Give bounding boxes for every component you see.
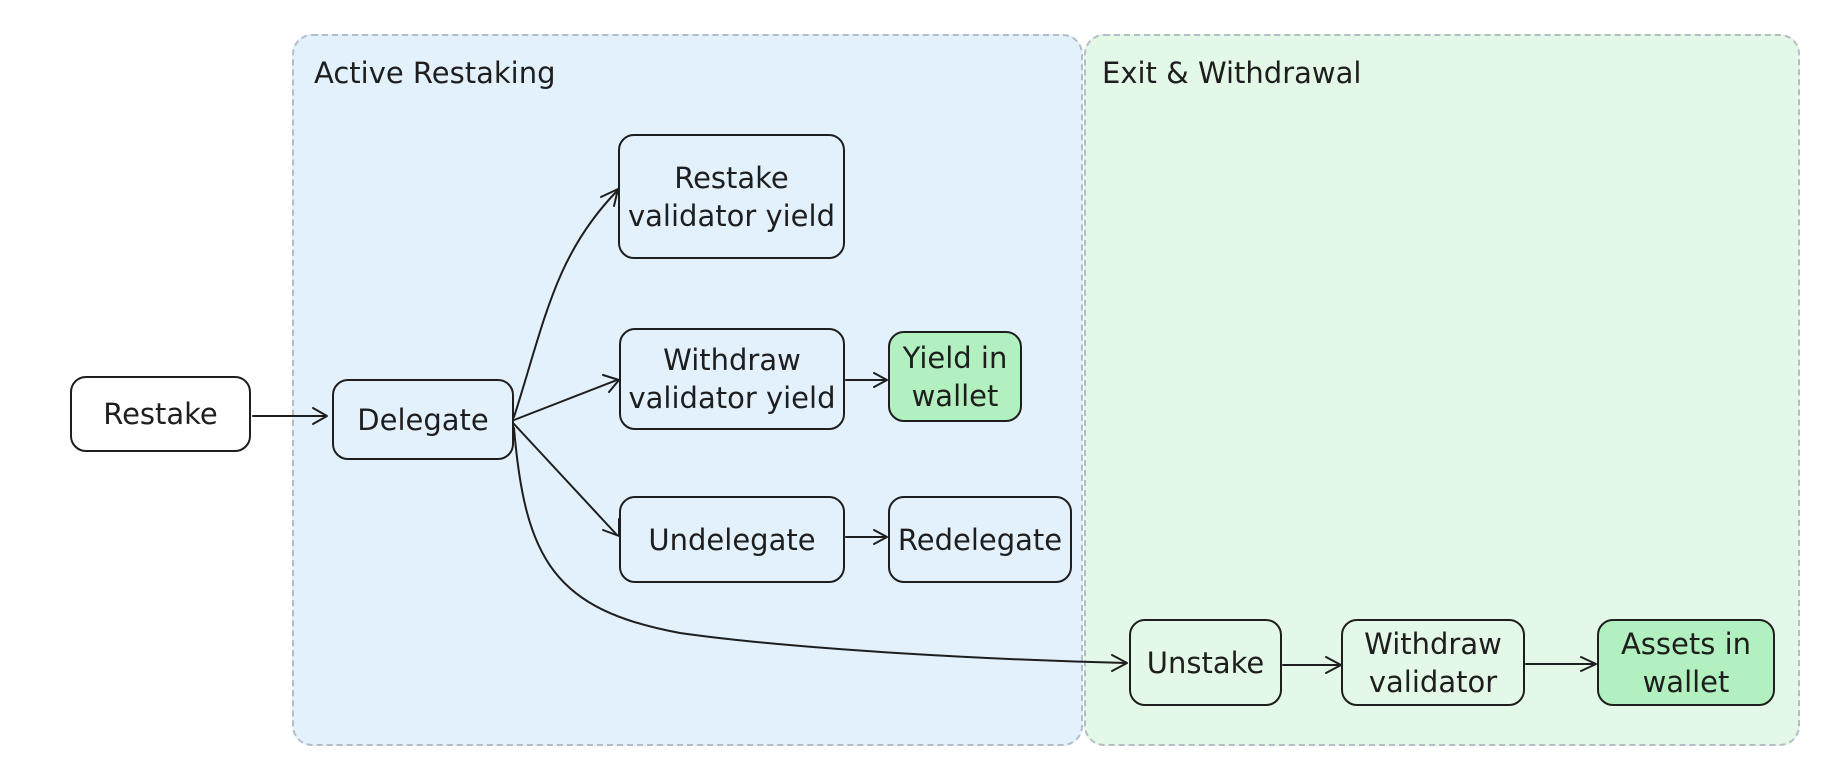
arrowhead-undelegate-to-redelegate	[873, 529, 888, 545]
withdraw-validator-yield-node: Withdraw validator yield	[619, 328, 845, 430]
withdraw-validator-node: Withdraw validator	[1341, 619, 1525, 706]
assets-in-wallet-node: Assets in wallet	[1597, 619, 1775, 706]
restake-node: Restake	[70, 376, 251, 452]
exit-withdrawal-title: Exit & Withdrawal	[1102, 56, 1362, 90]
edge-delegate-to-unstake	[513, 427, 1127, 664]
yield-in-wallet-node: Yield in wallet	[888, 331, 1022, 422]
arrowhead-delegate-to-unstake	[1111, 654, 1128, 672]
edge-delegate-to-restake-yield	[513, 190, 618, 418]
undelegate-node: Undelegate	[619, 496, 845, 583]
edge-delegate-to-undelegate	[513, 423, 618, 536]
active-restaking-title: Active Restaking	[314, 56, 556, 90]
arrowhead-withdraw-yield-to-yield-wallet	[873, 372, 888, 388]
edge-delegate-to-withdraw-yield	[513, 379, 618, 421]
redelegate-node: Redelegate	[888, 496, 1072, 583]
restake-validator-yield-node: Restake validator yield	[618, 134, 845, 259]
delegate-node: Delegate	[332, 379, 514, 460]
unstake-node: Unstake	[1129, 619, 1282, 706]
arrowhead-withdraw-validator-to-assets-wallet	[1580, 656, 1597, 672]
arrowhead-restake-to-delegate	[312, 407, 328, 425]
